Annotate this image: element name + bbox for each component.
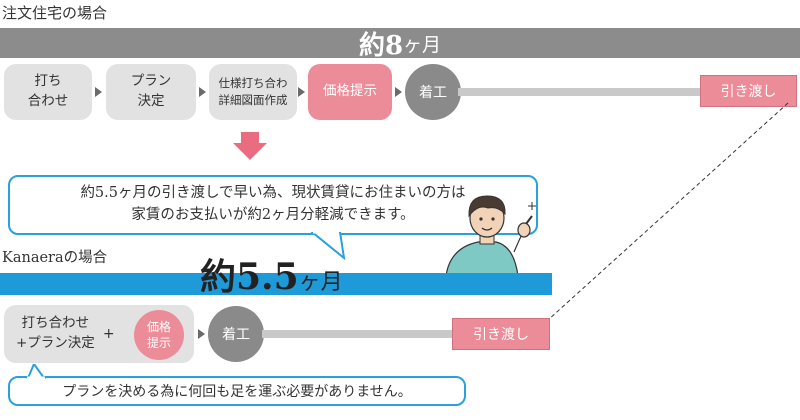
- callout-line1: 約5.5ヶ月の引き渡しで早い為、現状賃貸にお住まいの方は: [80, 185, 466, 201]
- handover-box: 引き渡し: [700, 75, 797, 107]
- arrow-right-icon: [298, 87, 305, 97]
- section2-label: Kanaeraの場合: [2, 250, 108, 266]
- step-price-label: 価格提示: [323, 83, 377, 100]
- note-bubble: プランを決める為に何回も足を運ぶ必要がありません。: [8, 376, 466, 406]
- down-arrow-head-icon: [233, 143, 267, 160]
- step-meeting-line1: 打ち: [34, 73, 62, 90]
- construction-start-label-2: 着工: [222, 327, 250, 343]
- step-plan-decision: プラン決定: [106, 64, 196, 120]
- combined-step-line2: +プラン決定: [16, 335, 95, 351]
- note-text: プランを決める為に何回も足を運ぶ必要がありません。: [62, 384, 412, 400]
- down-arrow-icon: [241, 132, 259, 144]
- construction-start-label: 着工: [419, 85, 447, 101]
- arrow-right-icon: [199, 87, 206, 97]
- section2-duration-unit: ヶ月: [298, 270, 343, 295]
- timeline-line-2: [262, 330, 458, 338]
- plus-sign: +: [102, 325, 115, 342]
- step-meeting-line2: 合わせ: [27, 93, 69, 109]
- step-spec-line2: 詳細図面作成: [218, 93, 288, 107]
- note-tail: [26, 364, 46, 380]
- arrow-right-icon: [395, 87, 402, 97]
- step-plan-line1: プラン: [130, 73, 172, 90]
- section1-duration-unit: ヶ月: [403, 33, 442, 56]
- section2-duration-number: 約5.5: [200, 256, 299, 298]
- arrow-right-icon: [95, 87, 102, 97]
- section2-duration-bar: [0, 273, 552, 295]
- section1-label: 注文住宅の場合: [2, 4, 108, 22]
- step-spec-line1: 仕様打ち合わ: [218, 76, 288, 91]
- handover-label-2: 引き渡し: [473, 327, 529, 343]
- construction-start-circle: 着工: [405, 64, 461, 120]
- price-presentation-circle: 価格提示: [134, 310, 184, 360]
- handover-box-2: 引き渡し: [452, 318, 550, 350]
- step-meeting: 打ち合わせ: [4, 64, 92, 120]
- price-line2: 提示: [146, 336, 171, 350]
- step-price-presentation: 価格提示: [308, 64, 392, 120]
- price-line1: 価格: [146, 319, 171, 334]
- timeline-line: [458, 88, 704, 96]
- arrow-right-icon: [198, 329, 205, 339]
- handover-label: 引き渡し: [720, 84, 777, 100]
- construction-start-circle-2: 着工: [208, 306, 264, 362]
- section1-duration-number: 約8: [358, 30, 404, 61]
- step-spec-meeting: 仕様打ち合わ詳細図面作成: [209, 64, 297, 120]
- combined-step-line1: 打ち合わせ: [21, 315, 90, 332]
- callout-bubble: 約5.5ヶ月の引き渡しで早い為、現状賃貸にお住まいの方は 家賃のお支払いが約2ヶ…: [8, 175, 538, 235]
- step-plan-line2: 決定: [137, 93, 165, 109]
- callout-tail: [310, 232, 346, 261]
- person-illustration: [445, 195, 536, 276]
- callout-line2: 家賃のお支払いが約2ヶ月分軽減できます。: [131, 207, 415, 224]
